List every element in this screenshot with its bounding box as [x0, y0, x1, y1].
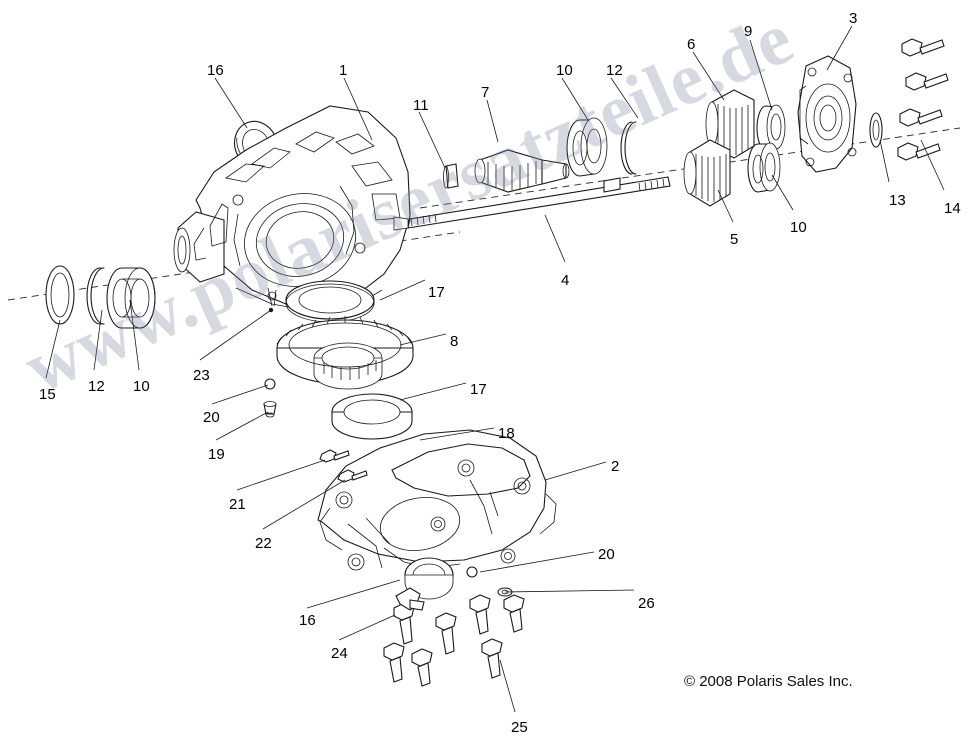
- leader-line: [214, 77, 248, 129]
- part-9-bearing-race: [756, 104, 786, 151]
- copyright-notice: © 2008 Polaris Sales Inc.: [684, 673, 853, 690]
- callout-21: 21: [229, 496, 246, 513]
- callout-18: 18: [498, 425, 515, 442]
- callout-8: 8: [450, 333, 459, 350]
- callout-12: 12: [88, 378, 105, 395]
- leader-line: [419, 427, 495, 441]
- callout-15: 15: [39, 386, 56, 403]
- leader-line: [129, 299, 140, 371]
- leader-line: [343, 77, 373, 141]
- leader-line: [486, 99, 499, 143]
- callout-19: 19: [208, 446, 225, 463]
- callout-20: 20: [203, 409, 220, 426]
- part-21-screw: [319, 449, 350, 463]
- leader-line: [610, 77, 639, 119]
- part-20-ball-lower: [466, 566, 478, 578]
- part-1-gearcase-housing: [173, 105, 411, 313]
- leader-line: [379, 279, 426, 301]
- leader-line: [561, 77, 589, 121]
- callout-12: 12: [606, 62, 623, 79]
- callout-17: 17: [428, 284, 445, 301]
- leader-line: [692, 51, 725, 101]
- part-8-ring-gear: [276, 316, 414, 390]
- part-15-washer: [45, 265, 75, 325]
- callout-11: 11: [413, 97, 429, 114]
- part-10-bearing-left: [106, 267, 156, 329]
- leader-line: [93, 309, 103, 371]
- leader-line: [749, 39, 773, 111]
- part-10-bearing-right: [747, 142, 781, 193]
- part-17-bearing-lower: [331, 393, 413, 440]
- part-12-snap-ring: [86, 267, 105, 325]
- leader-line: [504, 589, 635, 593]
- callout-2: 2: [611, 458, 620, 475]
- callout-23: 23: [193, 367, 210, 384]
- callout-16: 16: [207, 62, 224, 79]
- part-6-gear-upper: [705, 89, 755, 159]
- leader-line: [499, 659, 516, 713]
- part-17-bearing-upper: [285, 280, 375, 323]
- part-4-drive-shaft: [393, 176, 671, 231]
- part-19-plug: [263, 401, 277, 418]
- leader-line: [306, 579, 401, 609]
- callout-4: 4: [561, 272, 570, 289]
- callout-5: 5: [730, 231, 739, 248]
- callout-25: 25: [511, 719, 528, 736]
- leader-line: [262, 479, 346, 530]
- part-11-spacer: [443, 163, 459, 189]
- part-13-washer: [869, 112, 883, 148]
- leader-line: [879, 139, 890, 183]
- leader-line: [544, 461, 607, 481]
- part-3-bearing-cover: [797, 55, 857, 173]
- part-12-snap-ring-right: [620, 121, 637, 175]
- callout-7: 7: [481, 84, 490, 101]
- callout-22: 22: [255, 535, 272, 552]
- callout-10: 10: [133, 378, 150, 395]
- part-14-bolts: [897, 38, 949, 161]
- leader-line: [399, 333, 447, 346]
- leader-line: [826, 25, 853, 71]
- leader-line: [236, 459, 326, 491]
- leader-line: [717, 189, 734, 223]
- leader-line: [45, 319, 61, 379]
- callout-9: 9: [744, 23, 753, 40]
- callout-1: 1: [339, 62, 348, 79]
- part-10-bearing-shaft: [566, 117, 608, 177]
- callout-17: 17: [470, 381, 487, 398]
- leader-lines: [45, 25, 945, 713]
- leader-line: [399, 382, 467, 401]
- callout-14: 14: [944, 200, 961, 217]
- callout-10: 10: [556, 62, 573, 79]
- part-7-pinion-gear: [474, 149, 570, 193]
- part-22-screw: [337, 469, 368, 483]
- leader-line: [544, 214, 566, 263]
- part-24-bolts: [383, 602, 457, 687]
- callout-26: 26: [638, 595, 655, 612]
- leader-line: [211, 384, 269, 405]
- callout-24: 24: [331, 645, 348, 662]
- leader-line: [418, 111, 446, 169]
- leader-line: [199, 309, 272, 361]
- callout-6: 6: [687, 36, 696, 53]
- part-20-ball: [264, 378, 276, 390]
- part-25-bolts: [469, 594, 525, 679]
- callout-16: 16: [299, 612, 316, 629]
- callout-10: 10: [790, 219, 807, 236]
- callout-20: 20: [598, 546, 615, 563]
- callout-13: 13: [889, 192, 906, 209]
- callout-3: 3: [849, 10, 858, 27]
- leader-line: [215, 411, 269, 441]
- part-2-lower-cover: [317, 429, 557, 571]
- leader-line: [920, 139, 945, 191]
- leader-line: [338, 614, 396, 641]
- leader-line: [479, 551, 595, 573]
- part-5-gear-lower: [683, 139, 731, 207]
- leader-line: [771, 174, 794, 211]
- part-24-fitting: [395, 587, 425, 611]
